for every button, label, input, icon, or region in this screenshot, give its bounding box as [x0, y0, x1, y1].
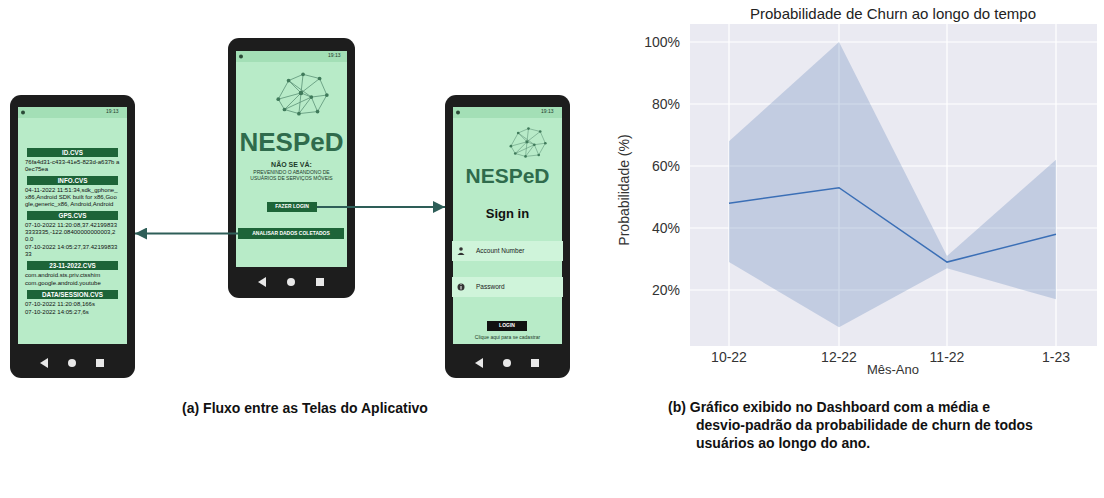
flow-arrow [135, 233, 238, 235]
file-band: DATA/SESSION.CVS [27, 290, 118, 299]
file-content: 76fa4d31-c433-41e5-823d-a637b a0ec75ea [22, 159, 123, 173]
y-tick: 60% [652, 158, 680, 174]
file-name: ID.CVS [29, 149, 116, 156]
app-button: LOGIN [487, 321, 527, 331]
app-subtitle: PREVENINDO O ABANDONO DE USUÁRIOS DE SER… [248, 170, 335, 182]
app-button: FAZER LOGIN [267, 202, 317, 212]
input-field: Password [452, 277, 563, 297]
file-content: 07-10-2022 11:20:08,166s [22, 301, 123, 308]
phone-screen: 19:13ID.CVS 76fa4d31-c433-41e5-823d-a637b… [10, 95, 135, 378]
chart-title: Probabilidade de Churn ao longo do tempo [750, 5, 1036, 22]
app-slogan: NÃO SE VÁ: [228, 161, 355, 169]
file-content: com.android.sts.priv.ctsshim [22, 272, 123, 279]
input-field: Account Number [452, 241, 563, 261]
phone-screen: 19:13NESPeD NÃO SE VÁ:PREVENINDO O ABANDO… [228, 38, 355, 298]
file-name: GPS.CVS [29, 212, 116, 219]
file-content: 04-11-2022 11:51:34,sdk_gphone_x86,Andro… [22, 187, 123, 208]
x-tick: 11-22 [930, 349, 965, 365]
status-time: 19:13 [541, 109, 554, 115]
button-label: FAZER LOGIN [267, 204, 317, 210]
file-name: INFO.CVS [29, 177, 116, 184]
x-tick: 12-22 [821, 349, 857, 365]
file-content: 07-10-2022 11:20:08,37.421998333333335,-… [22, 222, 123, 243]
file-content: 07-10-2022 14:05:27,6s [22, 309, 123, 316]
field-label: Account Number [476, 247, 524, 254]
file-list: ID.CVS 76fa4d31-c433-41e5-823d-a637b a0ec… [22, 145, 123, 317]
axis-label: Probabilidade (%) [616, 134, 632, 245]
y-tick: 40% [652, 220, 680, 236]
field-label: Password [476, 283, 505, 290]
x-tick: 1-23 [1042, 349, 1070, 365]
screen-heading: Sign in [445, 207, 570, 222]
button-label: ANALISAR DADOS COLETADOS [238, 231, 344, 237]
phone-screen: 19:13NESPeD Sign in Clique aqui para se ca… [445, 95, 570, 378]
file-band: 23-11-2022.CVS [27, 261, 118, 270]
axis-label: Mês-Ano [867, 363, 919, 378]
button-label: LOGIN [487, 323, 527, 329]
y-tick: 100% [644, 34, 680, 50]
register-link: Clique aqui para se cadastrar [445, 335, 570, 341]
figure-caption: (b) Gráfico exibido no Dashboard com a m… [668, 398, 1041, 453]
file-content: 07-10-2022 14:05:27,37.4219983333 [22, 244, 123, 258]
file-content: com.google.android.youtube [22, 280, 123, 287]
y-tick: 20% [652, 282, 680, 298]
file-band: ID.CVS [27, 148, 118, 157]
flow-arrow [317, 206, 445, 208]
file-name: DATA/SESSION.CVS [29, 291, 116, 298]
app-button: ANALISAR DADOS COLETADOS [238, 228, 344, 239]
x-tick: 10-22 [711, 349, 747, 365]
status-time: 19:13 [106, 109, 119, 115]
file-band: INFO.CVS [27, 176, 118, 185]
y-tick: 80% [652, 96, 680, 112]
file-name: 23-11-2022.CVS [29, 262, 116, 269]
figure-caption: (a) Fluxo entre as Telas do Aplicativo [182, 400, 428, 416]
file-band: GPS.CVS [27, 211, 118, 220]
app-logo-text: NESPeD [228, 128, 355, 158]
status-time: 19:13 [328, 53, 341, 59]
app-logo-text: NESPeD [445, 164, 570, 188]
